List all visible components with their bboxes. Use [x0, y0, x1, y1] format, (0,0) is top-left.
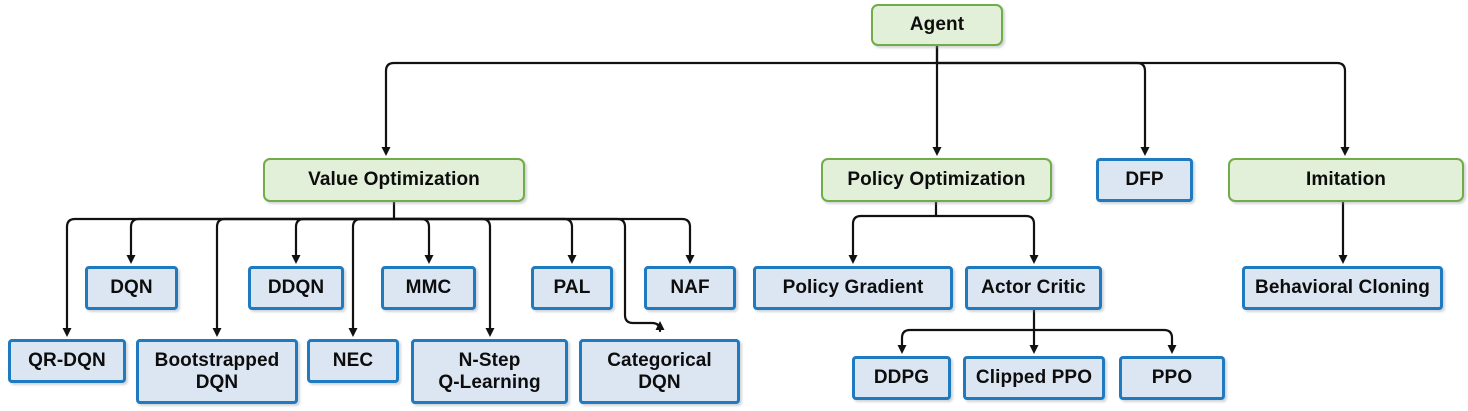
node-imitation[interactable]: Imitation [1228, 158, 1464, 202]
node-label-qr_dqn: QR-DQN [28, 350, 106, 372]
node-policy_optimization[interactable]: Policy Optimization [821, 158, 1052, 202]
edge-policy_optimization-to-policy_gradient [848, 202, 938, 264]
node-behavioral_cloning[interactable]: Behavioral Cloning [1242, 266, 1443, 310]
node-mmc[interactable]: MMC [381, 266, 476, 310]
node-label-clipped_ppo: Clipped PPO [975, 367, 1093, 389]
node-label-policy_optimization: Policy Optimization [847, 169, 1026, 191]
node-agent[interactable]: Agent [871, 4, 1003, 46]
node-label-dqn: DQN [110, 277, 153, 299]
edge-value_optimization-to-ddqn [291, 217, 394, 264]
node-ppo[interactable]: PPO [1119, 356, 1225, 400]
edge-value_optimization-to-mmc [394, 217, 434, 264]
edge-value_optimization-to-pal [394, 217, 577, 264]
node-label-bootstrapped_dqn: Bootstrapped DQN [154, 350, 280, 393]
node-ddqn[interactable]: DDQN [248, 266, 344, 310]
edge-policy_optimization-to-actor_critic [936, 214, 1039, 264]
edge-actor_critic-to-ddpg [897, 310, 1036, 354]
edge-value_optimization-to-naf [394, 217, 695, 264]
node-label-policy_gradient: Policy Gradient [782, 277, 924, 299]
node-qr_dqn[interactable]: QR-DQN [8, 339, 126, 383]
node-label-nec: NEC [332, 350, 374, 372]
node-label-mmc: MMC [405, 277, 452, 299]
edge-value_optimization-to-bootstrapped_dqn [212, 217, 394, 337]
node-categorical_dqn[interactable]: Categorical DQN [579, 339, 740, 404]
node-pal[interactable]: PAL [531, 266, 613, 310]
node-label-n_step_q_learning: N-Step Q-Learning [438, 350, 541, 393]
edge-value_optimization-to-dqn [126, 202, 396, 264]
node-label-naf: NAF [670, 277, 710, 299]
node-policy_gradient[interactable]: Policy Gradient [753, 266, 953, 310]
edge-value_optimization-to-categorical_dqn [394, 217, 665, 333]
node-dfp[interactable]: DFP [1096, 158, 1193, 202]
node-label-value_optimization: Value Optimization [308, 169, 480, 191]
edge-agent-to-value_optimization [381, 46, 939, 156]
edge-actor_critic-to-ppo [1034, 328, 1177, 354]
edge-value_optimization-to-qr_dqn [62, 217, 394, 337]
node-label-ddpg: DDPG [873, 367, 930, 389]
edge-value_optimization-to-nec [348, 217, 394, 337]
node-label-dfp: DFP [1125, 169, 1164, 191]
node-label-categorical_dqn: Categorical DQN [607, 350, 712, 393]
node-label-actor_critic: Actor Critic [981, 277, 1086, 299]
node-ddpg[interactable]: DDPG [852, 356, 951, 400]
edge-agent-to-imitation [937, 61, 1350, 156]
node-value_optimization[interactable]: Value Optimization [263, 158, 525, 202]
node-nec[interactable]: NEC [307, 339, 399, 383]
node-actor_critic[interactable]: Actor Critic [965, 266, 1102, 310]
node-naf[interactable]: NAF [644, 266, 736, 310]
node-clipped_ppo[interactable]: Clipped PPO [963, 356, 1105, 400]
node-label-ppo: PPO [1151, 367, 1193, 389]
node-dqn[interactable]: DQN [85, 266, 178, 310]
edge-agent-to-dfp [937, 61, 1150, 156]
node-label-imitation: Imitation [1305, 169, 1387, 191]
node-label-pal: PAL [553, 277, 591, 299]
node-label-agent: Agent [909, 14, 965, 36]
node-label-ddqn: DDQN [267, 277, 325, 299]
node-label-behavioral_cloning: Behavioral Cloning [1255, 277, 1430, 299]
node-bootstrapped_dqn[interactable]: Bootstrapped DQN [136, 339, 298, 404]
node-n_step_q_learning[interactable]: N-Step Q-Learning [411, 339, 568, 404]
